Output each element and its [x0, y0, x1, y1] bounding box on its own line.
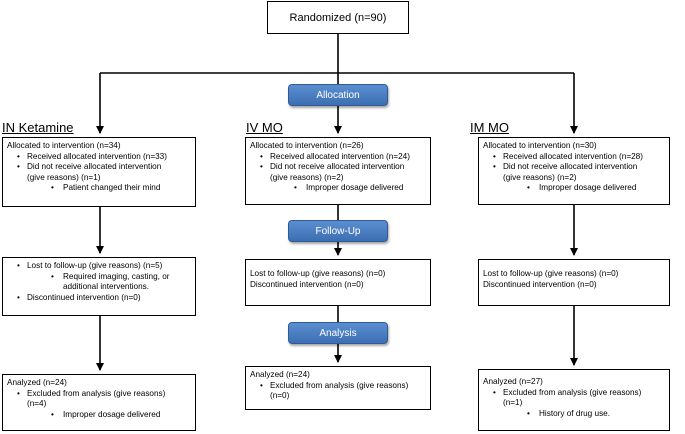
- immo-analysis-box: Analyzed (n=27) Excluded from analysis (…: [478, 369, 670, 431]
- received-intervention: Received allocated intervention (n=33): [7, 152, 191, 163]
- analyzed-heading: Analyzed (n=24): [250, 370, 310, 379]
- ivmo-analysis-box: Analyzed (n=24) Excluded from analysis (…: [245, 366, 431, 410]
- immo-allocation-box: Allocated to intervention (n=30) Receive…: [478, 137, 670, 205]
- discontinued-intervention: Discontinued intervention (n=0): [483, 279, 597, 289]
- excluded-reason: History of drug use.: [483, 409, 665, 420]
- allocation-stage-label: Allocation: [316, 89, 360, 101]
- ketamine-followup-box: Lost to follow-up (give reasons) (n=5) R…: [2, 257, 196, 316]
- allocation-stage-badge: Allocation: [288, 84, 388, 106]
- received-intervention: Received allocated intervention (n=24): [250, 152, 426, 163]
- received-intervention: Received allocated intervention (n=28): [483, 152, 665, 163]
- ketamine-allocation-box: Allocated to intervention (n=34) Receive…: [2, 137, 196, 207]
- not-received-reason: Improper dosage delivered: [250, 183, 426, 194]
- immo-followup-box: Lost to follow-up (give reasons) (n=0) D…: [478, 259, 670, 306]
- ketamine-analysis-box: Analyzed (n=24) Excluded from analysis (…: [2, 374, 196, 431]
- excluded-count: (n=4): [27, 399, 47, 409]
- excluded-from-analysis: Excluded from analysis (give reasons): [483, 388, 665, 399]
- not-received-intervention: Did not receive allocated intervention: [250, 162, 426, 173]
- followup-stage-label: Follow-Up: [315, 225, 361, 237]
- randomized-label: Randomized (n=90): [289, 11, 387, 24]
- randomized-box: Randomized (n=90): [267, 1, 409, 34]
- discontinued-intervention: Discontinued intervention (n=0): [250, 279, 364, 289]
- allocation-heading: Allocated to intervention (n=34): [7, 141, 121, 150]
- analyzed-heading: Analyzed (n=24): [7, 378, 67, 387]
- excluded-count: (n=1): [503, 398, 523, 408]
- analyzed-heading: Analyzed (n=27): [483, 377, 543, 386]
- ivmo-followup-box: Lost to follow-up (give reasons) (n=0) D…: [245, 259, 431, 306]
- not-received-count: (give reasons) (n=2): [270, 172, 344, 182]
- excluded-from-analysis: Excluded from analysis (give reasons): [250, 381, 426, 392]
- group-label-in-ketamine: IN Ketamine: [2, 120, 74, 135]
- excluded-from-analysis: Excluded from analysis (give reasons): [7, 389, 191, 400]
- not-received-reason: Patient changed their mind: [7, 183, 191, 194]
- not-received-count: (give reasons) (n=1): [27, 172, 101, 182]
- analysis-stage-badge: Analysis: [288, 322, 388, 344]
- discontinued-intervention: Discontinued intervention (n=0): [7, 293, 191, 304]
- lost-to-followup: Lost to follow-up (give reasons) (n=5): [7, 261, 191, 272]
- lost-to-followup: Lost to follow-up (give reasons) (n=0): [250, 269, 386, 278]
- not-received-reason: Improper dosage delivered: [483, 183, 665, 194]
- lost-to-followup: Lost to follow-up (give reasons) (n=0): [483, 269, 619, 278]
- followup-stage-badge: Follow-Up: [288, 220, 388, 242]
- allocation-heading: Allocated to intervention (n=30): [483, 141, 597, 150]
- group-label-iv-mo: IV MO: [246, 120, 283, 135]
- ivmo-allocation-box: Allocated to intervention (n=26) Receive…: [245, 137, 431, 205]
- excluded-count: (n=0): [270, 391, 290, 401]
- not-received-intervention: Did not receive allocated intervention: [7, 162, 191, 173]
- group-label-im-mo: IM MO: [470, 120, 509, 135]
- not-received-intervention: Did not receive allocated intervention: [483, 162, 665, 173]
- analysis-stage-label: Analysis: [319, 327, 357, 339]
- allocation-heading: Allocated to intervention (n=26): [250, 141, 364, 150]
- not-received-count: (give reasons) (n=2): [503, 172, 577, 182]
- lost-reason-continued: additional interventions.: [63, 282, 150, 292]
- lost-reason: Required imaging, casting, or: [7, 272, 191, 283]
- excluded-reason: Improper dosage delivered: [7, 410, 191, 421]
